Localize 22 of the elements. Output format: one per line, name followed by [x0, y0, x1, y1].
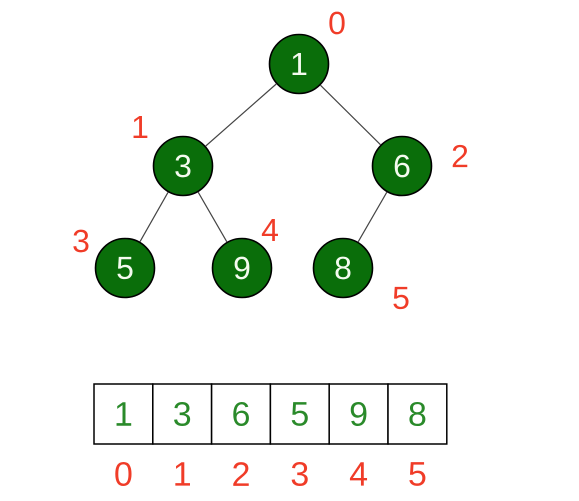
index-label: 0	[329, 12, 345, 34]
index-label: 0	[115, 462, 132, 486]
connector-line	[320, 84, 381, 146]
index-label: 1	[175, 462, 190, 486]
connector-line	[205, 84, 277, 146]
connector-line	[198, 192, 228, 242]
array-cell: 8	[387, 383, 448, 445]
index-label: 3	[292, 462, 308, 486]
array-cell: 6	[210, 383, 272, 445]
index-label: 4	[350, 462, 368, 486]
index-label: 2	[452, 144, 468, 168]
array-cell: 5	[270, 383, 330, 445]
index-label: 2	[233, 462, 249, 486]
connector-line	[358, 192, 388, 242]
connector-line	[139, 192, 169, 242]
array-cell: 9	[328, 383, 389, 445]
array-cell: 1	[93, 383, 154, 445]
index-label: 3	[73, 230, 88, 252]
index-label: 5	[409, 462, 426, 486]
index-label: 5	[393, 286, 409, 310]
index-label: 1	[134, 116, 148, 138]
array-cell: 3	[152, 383, 212, 445]
